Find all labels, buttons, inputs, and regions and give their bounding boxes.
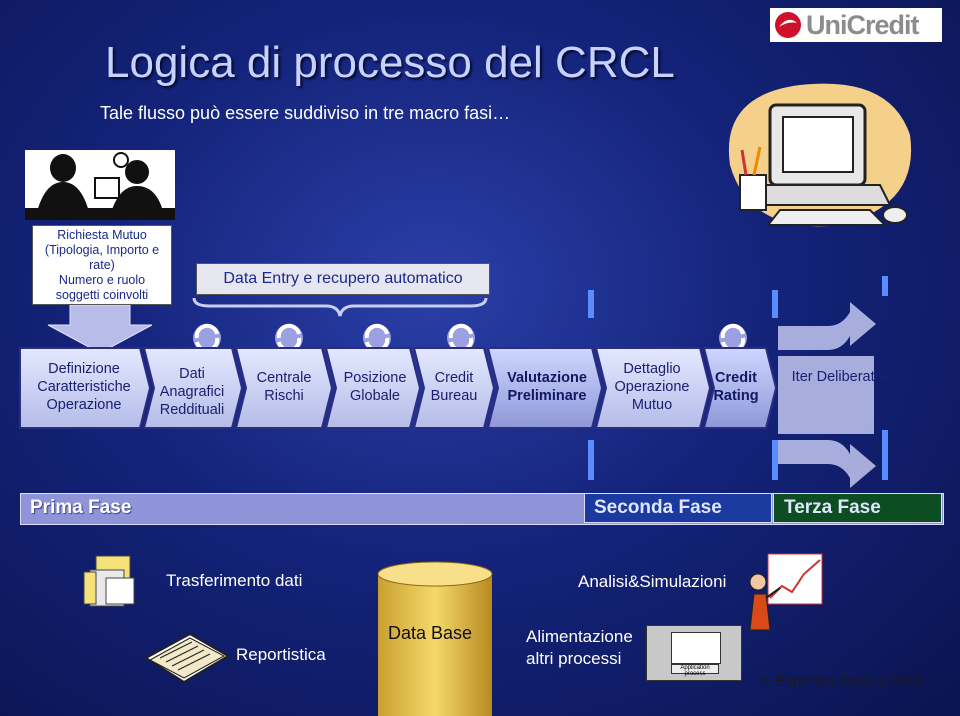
stage-dettaglio-operazione: Dettaglio Operazione Mutuo (604, 347, 700, 427)
copyright-text: © Experian-Scorex 2003 (760, 673, 924, 690)
stage-label: Credit (434, 370, 474, 386)
stage-credit-rating: Credit Rating (706, 347, 766, 427)
stage-label: Reddituali (159, 402, 225, 418)
richiesta-line: Numero e ruolo (58, 272, 146, 287)
stage-shape (19, 347, 152, 429)
unicredit-logo: UniCredit (770, 8, 942, 42)
stage-label: Rischi (264, 388, 304, 404)
stage-shape (324, 347, 422, 429)
notebook-icon (144, 632, 230, 684)
stage-chevrons (19, 347, 778, 429)
meeting-people-illustration (25, 150, 175, 220)
stage-iter-deliberativi: Iter Deliberativi (780, 356, 900, 436)
stage-label: Definizione (48, 361, 120, 377)
alimentazione-label: altri processi (526, 649, 622, 668)
richiesta-mutuo-box: Richiesta Mutuo (Tipologia, Importo e ra… (32, 225, 172, 305)
stage-label: Rating (713, 388, 759, 404)
stage-centrale-rischi: Centrale Rischi (244, 347, 324, 427)
dash-marker (772, 290, 778, 318)
stage-posizione-globale: Posizione Globale (332, 347, 418, 427)
stage-label: Dettaglio (623, 361, 681, 377)
stage-label: Bureau (430, 388, 478, 404)
cycle-icon (275, 323, 303, 353)
richiesta-line: soggetti coinvolti (55, 287, 149, 302)
app-window-screen (671, 632, 721, 664)
stage-shape (486, 347, 604, 429)
dash-marker (588, 290, 594, 318)
data-entry-box: Data Entry e recupero automatico (196, 263, 490, 295)
stage-label: Dati (179, 366, 205, 382)
richiesta-line: Richiesta Mutuo (57, 227, 147, 242)
phase-prima: Prima Fase (30, 497, 132, 518)
stage-valutazione-preliminare: Valutazione Preliminare (496, 347, 598, 427)
stage-dati: Dati Anagrafici Reddituali (150, 352, 234, 432)
stage-label: Valutazione (507, 370, 587, 386)
unicredit-mark-icon (775, 12, 801, 38)
stage-label: Centrale (256, 370, 312, 386)
stage-credit-bureau: Credit Bureau (420, 347, 488, 427)
stage-label: Iter Deliberativi (791, 369, 889, 385)
cycle-icon (193, 323, 221, 353)
reportistica-label: Reportistica (236, 645, 326, 664)
stage-label: Globale (350, 388, 400, 404)
stage-shape (412, 347, 496, 429)
dash-marker (588, 440, 594, 480)
analisi-label: Analisi&Simulazioni (578, 572, 727, 591)
stage-label: Operazione (614, 379, 690, 395)
iter-arrows (778, 302, 876, 488)
stage-label: Posizione (343, 370, 407, 386)
stage-label: Credit (715, 370, 757, 386)
stage-label: Preliminare (507, 388, 587, 404)
stage-shape (142, 347, 244, 429)
stage-label: Anagrafici (159, 384, 225, 400)
richiesta-line: rate) (89, 257, 115, 272)
alimentazione-label: Alimentazione (526, 627, 633, 646)
stage-label: Mutuo (631, 397, 673, 413)
dash-marker (882, 430, 888, 480)
presenter-chart-icon (749, 553, 823, 631)
database-icon (377, 561, 493, 716)
stage-label: Operazione (46, 397, 122, 413)
richiesta-line: (Tipologia, Importo e (44, 242, 160, 257)
brace-connector (192, 297, 488, 317)
application-window: Application process (646, 625, 742, 681)
stage-shape (234, 347, 334, 429)
page-subtitle: Tale flusso può essere suddiviso in tre … (100, 103, 511, 123)
phase-seconda: Seconda Fase (584, 493, 772, 523)
stage-shape (702, 347, 778, 429)
app-caption: Application process (671, 664, 719, 677)
phase-terza: Terza Fase (773, 493, 942, 523)
computer-illustration (728, 83, 912, 227)
database-label: Data Base (388, 623, 473, 643)
logo-text: UniCredit (806, 9, 919, 40)
down-arrow-icon (47, 305, 153, 354)
dash-marker (882, 276, 888, 296)
stage-definizione: Definizione Caratteristiche Operazione (22, 347, 146, 427)
folders-icon (83, 555, 135, 607)
page-title: Logica di processo del CRCL (105, 38, 675, 87)
stage-shape (594, 347, 712, 429)
trasferimento-label: Trasferimento dati (166, 571, 303, 590)
stage-label: Caratteristiche (37, 379, 131, 395)
dash-marker (772, 440, 778, 480)
